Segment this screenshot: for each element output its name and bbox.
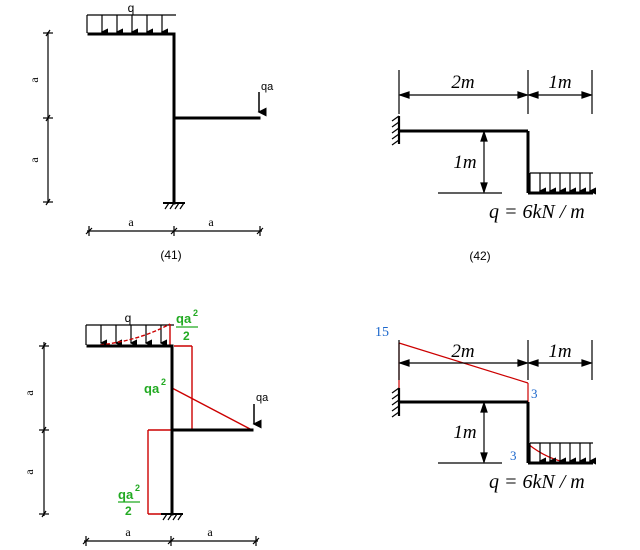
fig42-bm-vertical-dimension xyxy=(438,401,502,464)
fig41-load-q-label: q xyxy=(128,1,135,15)
fig41-fixed-support xyxy=(163,202,185,210)
fig41-bm-diagram: a a q xyxy=(22,308,269,546)
fig41-distributed-load xyxy=(86,14,176,36)
fig41-bm-label-top: qa 2 2 xyxy=(176,308,198,343)
fig41-dim-a-upper: a xyxy=(27,77,41,83)
fig42-bm-beam xyxy=(399,400,593,465)
fig41-bm-label-bottom: qa 2 2 xyxy=(118,483,140,518)
fig41-bm-moment-lines xyxy=(87,323,253,515)
fig42-bm-value-15: 15 xyxy=(375,325,389,340)
fig41-bm-label-mid-exp: 2 xyxy=(161,377,166,387)
fig42-beam xyxy=(399,129,593,195)
fig41-dim-a-left: a xyxy=(128,215,134,229)
fig41-bm-dim-a-right: a xyxy=(207,525,213,539)
fig41-vertical-dimension xyxy=(43,29,53,206)
fig42-top-dimensions xyxy=(398,70,593,114)
fig42-load-equation: q = 6kN / m xyxy=(489,201,585,223)
fig42-diagram: 2m 1m 1m xyxy=(391,70,596,263)
fig42-wall-support xyxy=(391,115,401,146)
fig41-bm-label-mid: qa 2 xyxy=(144,377,166,396)
fig41-point-load-label: qa xyxy=(261,81,274,93)
fig41-bm-label-top-den: 2 xyxy=(183,329,190,343)
fig42-bm-dim-1m-vertical: 1m xyxy=(453,422,476,443)
fig42-bm-load-equation: q = 6kN / m xyxy=(489,471,585,493)
fig42-dim-2m: 2m xyxy=(451,72,474,93)
fig42-bm-dim-1m-top: 1m xyxy=(548,341,571,362)
fig41-bm-load-q-label: q xyxy=(125,311,132,325)
fig42-bm-wall-support xyxy=(391,387,401,418)
fig41-bm-vertical-dimension xyxy=(39,342,49,518)
fig41-bm-point-load-label: qa xyxy=(256,392,269,404)
fig41-bm-dim-a-upper: a xyxy=(22,390,36,396)
fig42-bm-top-dimensions xyxy=(398,340,593,380)
fig41-bm-label-bottom-exp: 2 xyxy=(135,483,140,493)
fig41-diagram: a a q qa xyxy=(27,1,274,262)
fig41-caption: (41) xyxy=(160,248,181,262)
fig41-bm-label-top-num: qa xyxy=(176,311,192,326)
fig41-bm-label-mid-num: qa xyxy=(144,381,160,396)
fig41-bm-label-bottom-den: 2 xyxy=(125,504,132,518)
fig41-bm-frame xyxy=(86,344,254,516)
fig41-horizontal-dimension xyxy=(85,226,264,236)
fig41-dim-a-right: a xyxy=(208,215,214,229)
fig42-bm-dim-2m: 2m xyxy=(451,341,474,362)
fig41-bm-fixed-support xyxy=(161,513,183,521)
fig42-vertical-dimension xyxy=(438,130,502,194)
fig41-dim-a-lower: a xyxy=(27,157,41,163)
fig41-bm-dim-a-lower: a xyxy=(22,469,36,475)
fig41-frame xyxy=(87,32,261,205)
fig41-bm-dim-a-left: a xyxy=(125,525,131,539)
fig42-dim-1m-vertical: 1m xyxy=(453,152,476,173)
fig41-bm-horizontal-dimension xyxy=(82,536,260,546)
fig42-bm-value-3-top: 3 xyxy=(531,386,538,401)
fig41-bm-label-top-exp: 2 xyxy=(193,308,198,318)
fig42-bm-diagram: 15 3 3 2m 1m xyxy=(375,325,596,493)
fig42-bm-distributed-load xyxy=(529,442,596,465)
fig42-bm-value-3-bottom: 3 xyxy=(510,448,517,463)
fig41-bm-label-bottom-num: qa xyxy=(118,487,134,502)
fig42-caption: (42) xyxy=(469,249,490,263)
fig42-distributed-load xyxy=(529,172,596,195)
fig42-dim-1m-top: 1m xyxy=(548,72,571,93)
